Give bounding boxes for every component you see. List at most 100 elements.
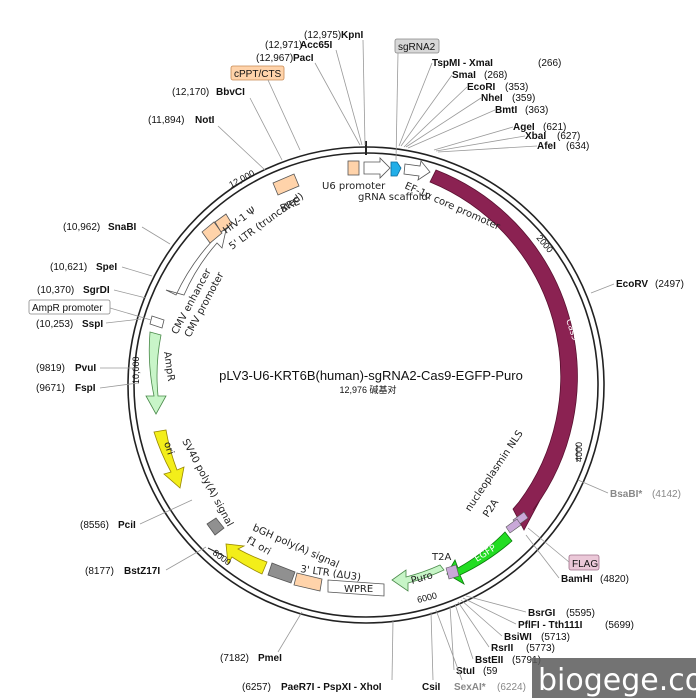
site-pos-sspi: (10,253) [36, 319, 73, 330]
u6-promoter-feature[interactable] [347, 160, 360, 176]
site-enzyme-pcii: PciI [118, 520, 136, 531]
leader-bbvci [249, 97, 283, 161]
site-pos-fspi: (9671) [36, 383, 65, 394]
site-pflfi[interactable]: PflFI - Tth111I (5699) [462, 597, 634, 631]
leader-paci [314, 62, 361, 146]
site-kpni[interactable]: (12,975) KpnI [304, 30, 366, 146]
site-pos-pcii: (8556) [80, 520, 109, 531]
site-ecori[interactable]: EcoRI (353) [403, 82, 528, 148]
site-enzyme-ecori: EcoRI [467, 82, 496, 93]
site-agei[interactable]: AgeI (621) [433, 122, 566, 151]
leader-bsteii [454, 603, 474, 660]
site-enzyme-sgrdi: SgrDI [83, 285, 110, 296]
site-stui[interactable]: StuI (59 [449, 605, 498, 677]
site-pos-pflfi: (5699) [605, 620, 634, 631]
cmv-feature-arrow[interactable] [165, 229, 227, 296]
site-enzyme-bamhi: BamHI [561, 574, 593, 585]
site-snabi[interactable]: (10,962) SnaBI [63, 222, 171, 245]
tick-12000: 12,000 [227, 168, 256, 190]
site-pos-kpni: (12,975) [304, 30, 341, 41]
site-fspi[interactable]: (9671) FspI [36, 382, 139, 394]
site-xbai[interactable]: XbaI (627) [435, 131, 580, 152]
site-bsabi[interactable]: BsaBI* (4142) [577, 479, 681, 500]
ampr-promoter-feature[interactable] [149, 315, 165, 329]
3ltr-feature[interactable] [293, 572, 323, 592]
site-bstz17i[interactable]: (8177) BstZ17I [85, 546, 207, 577]
label-box-cppt [230, 65, 285, 81]
sgrna2-feature[interactable] [390, 161, 402, 177]
site-enzyme-xmai: TspMI - XmaI [432, 58, 493, 69]
site-noti[interactable]: (11,894) NotI [148, 115, 266, 171]
bgh-polya-feature[interactable] [267, 562, 296, 584]
ori-feature-arrow[interactable] [153, 429, 185, 489]
site-afei[interactable]: AfeI (634) [437, 141, 589, 153]
wpre-feature[interactable] [327, 579, 385, 597]
site-enzyme-rsrii: RsrII [491, 643, 513, 654]
site-xhoi[interactable]: (6257) PaeR7I - PspXI - XhoI [242, 619, 394, 693]
site-nhei[interactable]: NheI (359) [405, 93, 535, 148]
leader-pcii [139, 499, 193, 525]
site-bbvci[interactable]: (12,170) BbvCI [172, 87, 283, 161]
site-bsiwi[interactable]: BsiWI (5713) [460, 599, 570, 643]
rre-feature[interactable] [272, 173, 300, 196]
site-sexai[interactable]: SexAI* (6224) [435, 609, 526, 693]
cas9-feature-arrow[interactable] [429, 169, 578, 531]
p2a-feature[interactable] [505, 518, 522, 534]
leader-sgrna2 [395, 52, 399, 161]
site-pos-ecori: (353) [505, 82, 528, 93]
t2a-feature[interactable] [445, 564, 460, 580]
leader-kpni [362, 39, 366, 146]
leader-pflfi [462, 597, 517, 625]
egfp-feature-arrow[interactable] [446, 531, 513, 585]
feature-label-wpre: WPRE [344, 584, 373, 595]
map-title: pLV3-U6-KRT6B(human)-sgRNA2-Cas9-EGFP-Pu… [219, 368, 523, 383]
site-pos-agei: (621) [543, 122, 566, 133]
site-bamhi[interactable]: BamHI (4820) [525, 534, 629, 585]
ampr-feature-arrow[interactable] [145, 331, 167, 415]
site-enzyme-pflfi: PflFI - Tth111I [518, 620, 583, 631]
site-enzyme-ecorv: EcoRV [616, 279, 648, 290]
site-sspi[interactable]: (10,253) SspI [36, 318, 142, 330]
site-paci[interactable]: (12,967) PacI [256, 53, 361, 146]
sv40-polya-feature[interactable] [206, 517, 225, 536]
feature-label-grna-scaffold: gRNA scaffold [358, 192, 428, 203]
ef1a-promoter-feature[interactable] [403, 160, 431, 181]
puro-feature-arrow[interactable] [391, 564, 445, 592]
site-pvui[interactable]: (9819) PvuI [36, 363, 138, 374]
site-enzyme-acc65i: Acc65I [300, 40, 332, 51]
leader-acc65i [335, 49, 363, 146]
leader-pmei [277, 611, 303, 653]
hiv1-psi-feature[interactable] [214, 213, 233, 233]
site-pmei[interactable]: (7182) PmeI [220, 611, 303, 664]
watermark-text: biogege.com [538, 663, 700, 698]
site-enzyme-smai: SmaI [452, 70, 476, 81]
grna-scaffold-feature[interactable] [363, 157, 391, 179]
site-bsteii[interactable]: BstEII (5791) [454, 603, 541, 666]
leader-ecorv [590, 283, 615, 294]
5ltr-feature[interactable] [201, 221, 223, 244]
feature-label-p2a: P2A [481, 497, 501, 519]
site-enzyme-paci: PacI [293, 53, 314, 64]
leader-bmti [407, 109, 496, 149]
site-acc65i[interactable]: (12,971) Acc65I [265, 40, 363, 146]
site-csii[interactable]: CsiI [422, 611, 441, 693]
boxed-label-flag: FLAG [572, 559, 598, 570]
site-smai[interactable]: SmaI (268) [400, 70, 507, 147]
leader-bamhi [525, 534, 560, 579]
site-pos-paci: (12,967) [256, 53, 293, 64]
boxed-label-sgrna2: sgRNA2 [398, 42, 436, 53]
f1-ori-feature-arrow[interactable] [225, 543, 268, 575]
site-ecorv[interactable]: EcoRV (2497) [590, 279, 684, 294]
site-bmti[interactable]: BmtI (363) [407, 105, 548, 149]
site-sgrdi[interactable]: (10,370) SgrDI [37, 285, 147, 299]
site-pos-spei: (10,621) [50, 262, 87, 273]
site-xmai[interactable]: TspMI - XmaI (266) [398, 58, 561, 147]
site-pcii[interactable]: (8556) PciI [80, 499, 193, 531]
watermark-background [532, 658, 696, 698]
site-spei[interactable]: (10,621) SpeI [50, 262, 153, 277]
site-pos-nhei: (359) [512, 93, 535, 104]
leader-ampr-promoter [109, 307, 152, 321]
site-bsrgi[interactable]: BsrGI (5595) [465, 595, 595, 619]
site-rsrii[interactable]: RsrII (5773) [457, 601, 555, 654]
leader-afei [437, 145, 538, 153]
